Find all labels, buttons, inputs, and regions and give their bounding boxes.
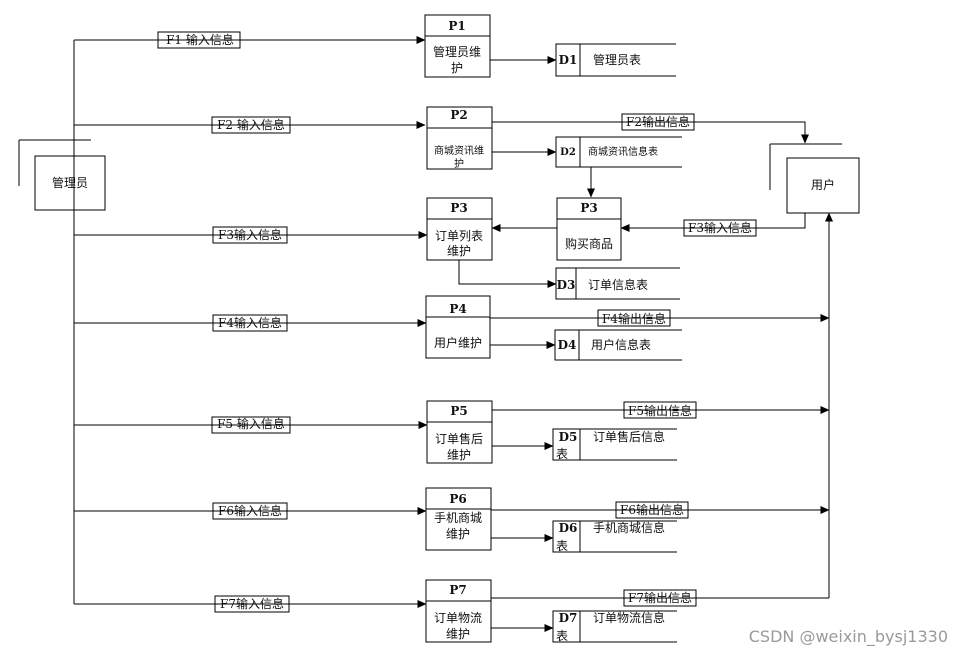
p2-id: P2 (450, 108, 467, 122)
p5-name-line1: 订单售后 (435, 431, 483, 446)
f6-out-label-bg (615, 501, 689, 519)
flow-f4-label: F4输入信息 (218, 315, 282, 330)
process-p6: P6 手机商城 维护 (425, 487, 492, 551)
d3-id: D3 (557, 278, 576, 292)
d5-name: 订单售后信息 (593, 429, 665, 444)
d7-name-tail: 表 (556, 629, 568, 643)
flow-f6-label: F6输入信息 (218, 503, 282, 518)
p5-name-line2: 维护 (447, 448, 471, 462)
p3b-id: P3 (580, 201, 597, 215)
p5-id: P5 (450, 404, 467, 418)
d3-name: 订单信息表 (588, 277, 648, 292)
p2-name-line1: 商城资讯维 (434, 144, 484, 157)
d1-name: 管理员表 (593, 52, 641, 67)
p7-name-line1: 订单物流 (434, 611, 482, 625)
process-p5: P5 订单售后 维护 (426, 400, 493, 464)
flow-f7-label: F7输入信息 (220, 596, 284, 611)
p3b-name: 购买商品 (565, 236, 613, 251)
store-d7: D7 表 订单物流信息 (552, 610, 677, 643)
f3-label-bg (212, 226, 288, 244)
f7-out-label-bg (623, 589, 697, 607)
store-d5: D5 表 订单售后信息 (552, 428, 677, 461)
f4-out-label-bg (597, 309, 671, 327)
f2-out-label-bg (621, 113, 695, 131)
d4-name: 用户信息表 (591, 337, 651, 352)
d2-name: 商城资讯信息表 (588, 145, 658, 158)
p7-id: P7 (449, 583, 466, 597)
store-d6: D6 表 手机商城信息 (552, 520, 677, 553)
p1-name-line2: 护 (451, 61, 463, 75)
flow-f2-out-label: F2输出信息 (626, 114, 690, 129)
d1-id: D1 (559, 53, 578, 67)
f4-label-bg (212, 314, 288, 332)
process-p2: P2 商城资讯维 护 (426, 106, 493, 170)
p1-id: P1 (448, 19, 465, 33)
process-p3-order-list: P3 订单列表 维护 (426, 197, 493, 261)
store-d2: D2 商城资讯信息表 (555, 136, 682, 168)
p3a-to-d3-line (458, 260, 557, 288)
p4-name: 用户维护 (434, 335, 482, 350)
flow-f3-user-line (620, 213, 806, 232)
d6-name-tail: 表 (556, 539, 568, 553)
admin-label: 管理员 (52, 175, 88, 190)
flow-f3-user-label: F3输入信息 (688, 220, 752, 235)
d6-id: D6 (559, 521, 578, 535)
p7-name-line2: 维护 (446, 627, 470, 641)
f7-label-bg (214, 595, 290, 613)
d7-name: 订单物流信息 (593, 610, 665, 625)
flow-f4-out-label: F4输出信息 (602, 311, 666, 326)
p6-name-line1: 手机商城 (434, 510, 482, 525)
store-d1: D1 管理员表 (555, 43, 676, 77)
flow-f2-label: F2 输入信息 (217, 117, 285, 132)
process-p7: P7 订单物流 维护 (425, 579, 492, 643)
user-label: 用户 (811, 177, 835, 192)
f5-label-bg (211, 416, 291, 434)
d7-id: D7 (559, 611, 578, 625)
d2-id: D2 (560, 147, 576, 158)
p1-name-line1: 管理员维 (433, 44, 481, 59)
f6-label-bg (212, 502, 288, 520)
d6-name: 手机商城信息 (593, 520, 665, 535)
p6-name-line2: 维护 (446, 527, 470, 541)
flow-f7-out-label: F7输出信息 (628, 590, 692, 605)
f5-out-label-bg (623, 401, 697, 419)
flow-f3-label: F3输入信息 (218, 227, 282, 242)
flow-f2-out-line (492, 121, 809, 144)
f2-label-bg (211, 116, 291, 134)
store-d3: D3 订单信息表 (555, 267, 680, 300)
admin-entity: 管理员 (18, 139, 106, 211)
p2-name-line2: 护 (454, 157, 464, 170)
d5-name-tail: 表 (556, 447, 568, 461)
process-p4: P4 用户维护 (425, 295, 491, 359)
p4-id: P4 (449, 302, 466, 316)
f1-label-bg (157, 31, 241, 49)
p3a-name-line2: 维护 (447, 244, 471, 258)
p3a-name-line1: 订单列表 (435, 229, 483, 243)
flow-f1-label: F1 输入信息 (166, 32, 234, 47)
p3a-id: P3 (450, 201, 467, 215)
d4-id: D4 (558, 338, 577, 352)
watermark: CSDN @weixin_bysj1330 (749, 627, 948, 647)
f3-user-label-bg (683, 219, 757, 237)
flow-f5-out-label: F5输出信息 (628, 403, 692, 418)
flow-f6-out-label: F6输出信息 (620, 502, 684, 517)
process-p1: P1 管理员维 护 (424, 14, 491, 78)
user-entity: 用户 (769, 143, 860, 214)
d5-id: D5 (559, 430, 578, 444)
p6-id: P6 (449, 492, 466, 506)
flow-f5-label: F5 输入信息 (217, 416, 285, 431)
store-d4: D4 用户信息表 (554, 329, 682, 361)
process-p3-buy: P3 购买商品 (556, 197, 622, 261)
